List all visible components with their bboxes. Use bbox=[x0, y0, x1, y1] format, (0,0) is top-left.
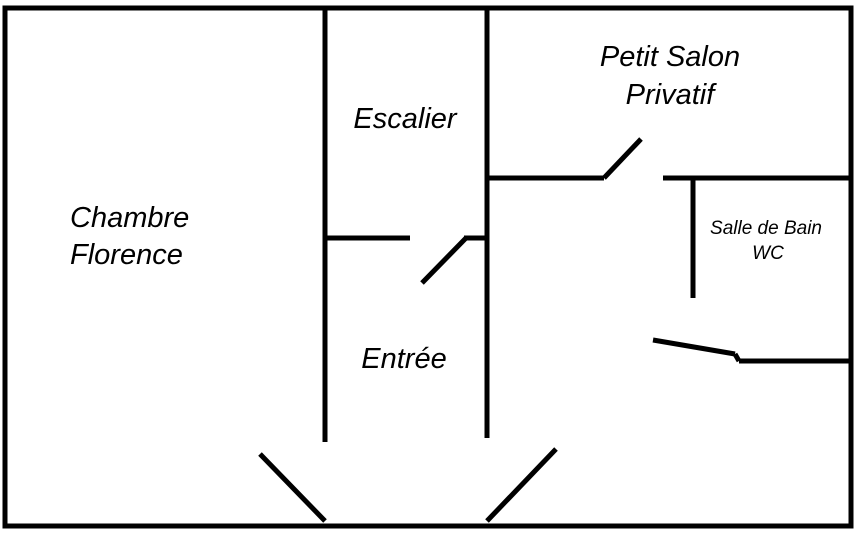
door-bain bbox=[652, 337, 736, 357]
outer-wall bbox=[2, 5, 854, 529]
door-entree-right bbox=[485, 447, 558, 523]
label-chambre-line2: Florence bbox=[70, 239, 183, 271]
label-chambre-line1: Chambre bbox=[70, 202, 189, 234]
door-entree-left bbox=[258, 452, 327, 523]
door-escalier bbox=[420, 236, 468, 285]
door-salon bbox=[602, 137, 643, 180]
label-bain-line2: WC bbox=[752, 243, 784, 264]
door-bain-hinge bbox=[732, 352, 742, 363]
label-entree: Entrée bbox=[361, 343, 446, 375]
label-salon-line1: Petit Salon bbox=[600, 41, 740, 73]
label-salon-line2: Privatif bbox=[626, 79, 718, 111]
label-escalier: Escalier bbox=[353, 103, 457, 135]
label-bain-line1: Salle de Bain bbox=[710, 218, 822, 239]
